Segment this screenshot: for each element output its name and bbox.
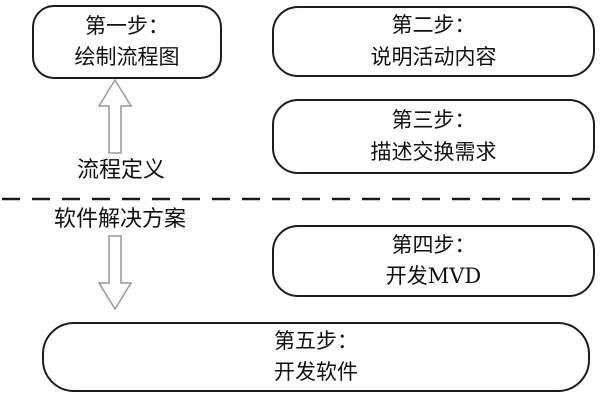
- step5-title: 第五步：: [274, 328, 358, 353]
- step3-title: 第三步：: [391, 108, 476, 132]
- step5-description: 开发软件: [274, 360, 358, 384]
- up-arrow-icon: [97, 79, 133, 154]
- step2-box: 第二步： 说明活动内容: [272, 6, 595, 77]
- step4-title: 第四步：: [391, 232, 476, 257]
- down-arrow-icon: [97, 235, 133, 310]
- software-solution-label: 软件解决方案: [53, 207, 186, 232]
- step2-title: 第二步：: [391, 13, 476, 37]
- step1-description: 绘制流程图: [74, 45, 180, 69]
- step1-title: 第一步：: [85, 13, 169, 38]
- step4-box: 第四步： 开发MVD: [272, 225, 595, 297]
- step2-description: 说明活动内容: [370, 44, 497, 69]
- step3-description: 描述交换需求: [370, 139, 497, 164]
- process-definition-label: 流程定义: [76, 158, 165, 183]
- step1-box: 第一步： 绘制流程图: [32, 5, 222, 79]
- step3-box: 第三步： 描述交换需求: [272, 99, 595, 174]
- step5-box: 第五步： 开发软件: [42, 322, 590, 392]
- dashed-divider-line: [2, 197, 598, 201]
- step4-description: 开发MVD: [385, 264, 482, 288]
